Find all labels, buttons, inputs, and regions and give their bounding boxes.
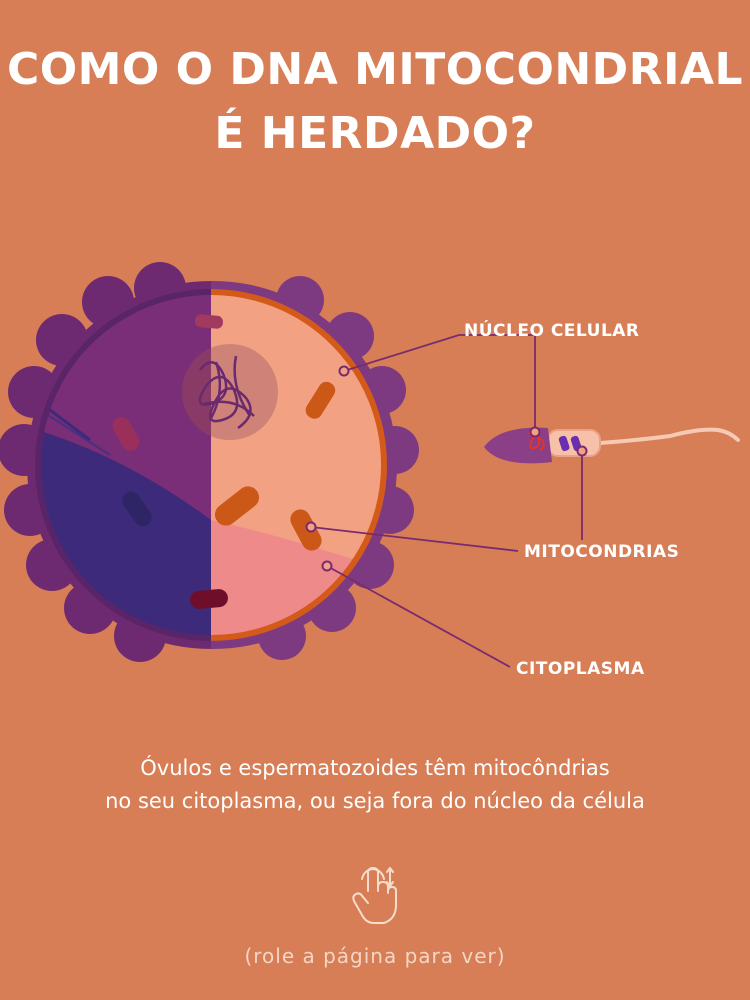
sperm-nucleus-point	[529, 426, 541, 438]
title-line-1: COMO O DNA MITOCONDRIAL	[6, 44, 744, 95]
page-title: COMO O DNA MITOCONDRIAL É HERDADO?	[0, 38, 750, 166]
mitochondria-leader	[310, 526, 519, 552]
label-lines	[310, 334, 583, 668]
title-line-2: É HERDADO?	[214, 108, 536, 159]
caption-line-1: Óvulos e espermatozoides têm mitocôndria…	[140, 756, 610, 780]
sperm-mitochondrion	[558, 435, 570, 452]
mitochondrion	[122, 491, 152, 527]
mitochondrion	[190, 589, 228, 609]
mitochondria-group	[112, 314, 336, 609]
mitochondrion	[194, 314, 223, 329]
nucleus-leader	[343, 334, 536, 432]
caption: Óvulos e espermatozoides têm mitocôndria…	[0, 752, 750, 818]
egg-cell	[0, 262, 419, 662]
sperm-cell	[484, 427, 740, 464]
egg-membrane-right	[211, 289, 387, 641]
mitochondrion	[290, 509, 322, 551]
dna-strands	[198, 355, 255, 430]
sperm-mitochondria-point	[576, 445, 588, 457]
label-points	[305, 365, 588, 572]
mitochondria-point	[305, 521, 317, 533]
nucleus-point	[338, 365, 350, 377]
label-cytoplasm: CITOPLASMA	[516, 659, 645, 679]
label-mitochondria: MITOCONDRIAS	[524, 542, 680, 562]
caption-line-2: no seu citoplasma, ou seja fora do núcle…	[105, 789, 645, 813]
egg-membrane-left	[35, 289, 211, 641]
label-nucleus: NÚCLEO CELULAR	[464, 321, 640, 341]
mitochondrion	[112, 417, 140, 451]
cytoplasm-point	[321, 560, 333, 572]
cytoplasm-leader	[326, 565, 511, 668]
nucleus-left	[182, 344, 211, 440]
mitochondrion	[214, 486, 260, 526]
sperm-head	[484, 427, 552, 464]
mitochondrion	[305, 381, 336, 419]
sperm-tail	[598, 427, 740, 445]
scroll-hint: (role a página para ver)	[244, 944, 506, 968]
scroll-hand-icon[interactable]	[348, 865, 402, 927]
